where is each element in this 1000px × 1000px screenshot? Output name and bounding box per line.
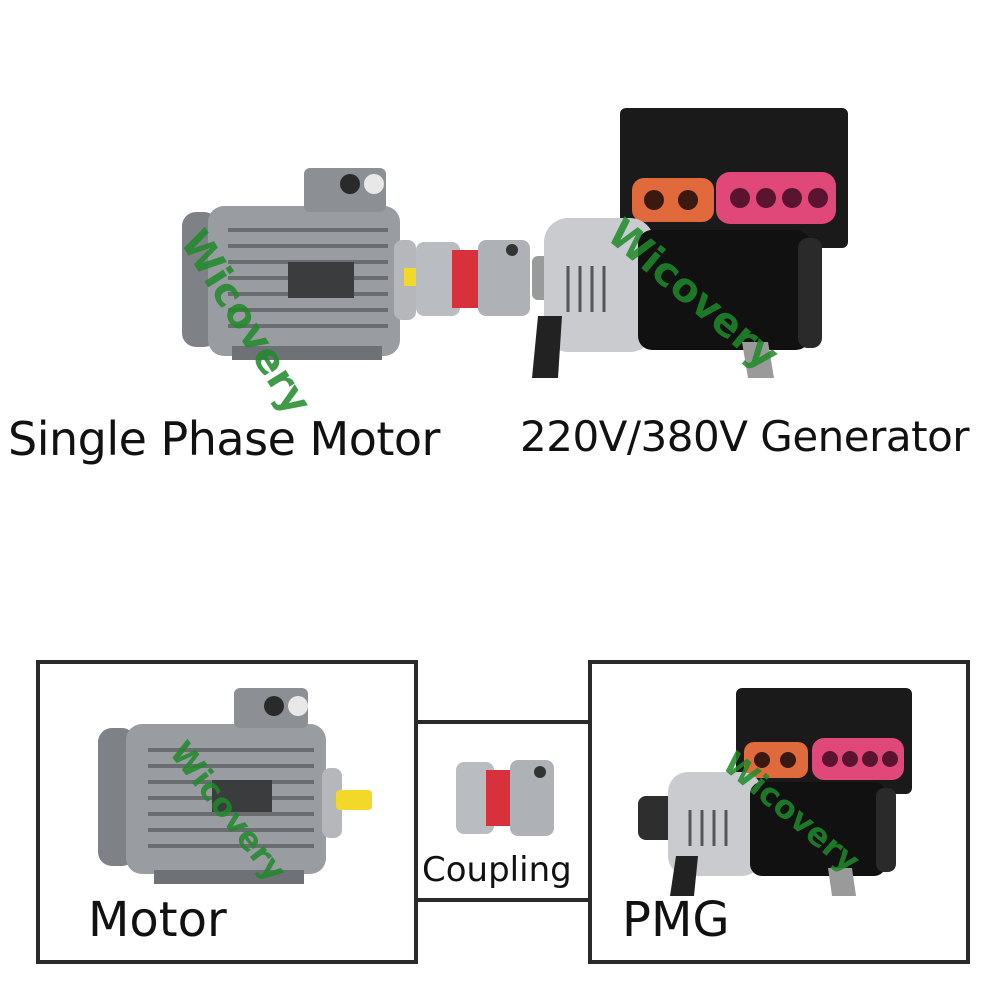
pmg-image	[638, 688, 912, 896]
top-motor-image	[182, 168, 416, 360]
top-generator-image	[532, 108, 848, 378]
coupling-label: Coupling	[422, 850, 572, 890]
coupling-image	[456, 760, 554, 836]
motor-panel: Wicovery Motor	[36, 660, 418, 964]
top-coupling-image	[416, 240, 530, 316]
motor-label: Motor	[88, 892, 227, 948]
coupling-panel: Coupling	[414, 720, 592, 902]
pmg-label: PMG	[622, 892, 730, 948]
pmg-panel: Wicovery PMG	[588, 660, 970, 964]
generator-label: 220V/380V Generator	[520, 412, 970, 461]
single-phase-motor-label: Single Phase Motor	[8, 412, 440, 466]
motor-image	[98, 688, 372, 884]
